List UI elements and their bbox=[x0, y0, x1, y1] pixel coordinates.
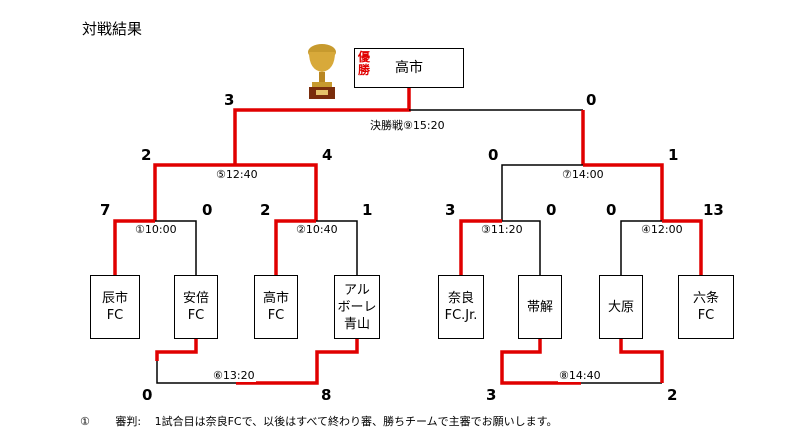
final-score-right: 0 bbox=[586, 91, 597, 109]
match8-score-right: 2 bbox=[667, 386, 678, 404]
match1-label: ①10:00 bbox=[134, 223, 178, 236]
match6-left-red bbox=[155, 339, 198, 361]
team-name: 安倍 FC bbox=[182, 291, 209, 323]
match3-label: ③11:20 bbox=[480, 223, 524, 236]
semi1-score-right: 4 bbox=[322, 146, 333, 164]
match3-lose-line bbox=[502, 220, 541, 275]
team-box: 帯解 bbox=[518, 275, 562, 339]
match4-label: ④12:00 bbox=[640, 223, 684, 236]
match3-score-left: 3 bbox=[445, 201, 456, 219]
team-name: 大原 bbox=[607, 299, 634, 315]
semi2-label: ⑦14:00 bbox=[561, 168, 605, 181]
team-box: 大原 bbox=[599, 275, 643, 339]
champion-team: 高市 bbox=[395, 59, 423, 76]
team-name: 帯解 bbox=[526, 299, 553, 315]
match8-right-red bbox=[619, 339, 664, 383]
team-box: 六条 FC bbox=[678, 275, 734, 339]
match4-score-right: 13 bbox=[703, 201, 724, 219]
final-left-line bbox=[233, 87, 411, 165]
semi2-score-right: 1 bbox=[668, 146, 679, 164]
match6-score-right: 8 bbox=[321, 386, 332, 404]
team-box: 奈良 FC.Jr. bbox=[438, 275, 484, 339]
page-title: 対戦結果 bbox=[82, 20, 143, 38]
match4-score-left: 0 bbox=[606, 201, 617, 219]
team-box: 安倍 FC bbox=[174, 275, 218, 339]
match2-score-left: 2 bbox=[260, 201, 271, 219]
match6-label: ⑥13:20 bbox=[212, 369, 256, 382]
team-name: 六条 FC bbox=[692, 291, 719, 323]
final-label: 決勝戦⑨15:20 bbox=[369, 117, 446, 133]
referee-note: ① 審判: 1試合目は奈良FCで、以後はすべて終わり審、勝ちチームで主審でお願い… bbox=[80, 413, 580, 429]
match1-score-left: 7 bbox=[100, 201, 111, 219]
match8-left-line bbox=[500, 339, 581, 385]
match3-win-line bbox=[459, 219, 502, 275]
champion-badge: 優 勝 bbox=[357, 50, 370, 77]
team-name: 辰市 FC bbox=[101, 291, 128, 323]
team-box: 高市 FC bbox=[254, 275, 298, 339]
semi2-score-left: 0 bbox=[488, 146, 499, 164]
team-box: 辰市 FC bbox=[90, 275, 140, 339]
semi1-line bbox=[153, 163, 318, 221]
trophy-icon bbox=[308, 44, 336, 99]
match4-win-line bbox=[662, 219, 703, 275]
semi1-score-left: 2 bbox=[141, 146, 152, 164]
match1-lose-line bbox=[155, 220, 197, 275]
note-mark: ① bbox=[80, 415, 90, 428]
team-name: 奈良 FC.Jr. bbox=[444, 291, 478, 323]
semi2-right-line bbox=[583, 163, 664, 221]
match3-score-right: 0 bbox=[546, 201, 557, 219]
team-box: アル ボーレ 青山 bbox=[334, 275, 380, 339]
match2-label: ②10:40 bbox=[295, 223, 339, 236]
match6-score-left: 0 bbox=[142, 386, 153, 404]
semi2-left-line bbox=[501, 164, 583, 221]
match4-lose-line bbox=[620, 220, 662, 275]
match6-left-line bbox=[156, 361, 236, 384]
match2-lose-line bbox=[316, 220, 358, 275]
note-label: 審判: bbox=[115, 415, 142, 428]
team-name: 高市 FC bbox=[262, 291, 289, 323]
match1-score-right: 0 bbox=[202, 201, 213, 219]
match8-score-left: 3 bbox=[486, 386, 497, 404]
semi1-label: ⑤12:40 bbox=[215, 168, 259, 181]
match8-label: ⑧14:40 bbox=[558, 369, 602, 382]
note-text: 1試合目は奈良FCで、以後はすべて終わり審、勝ちチームで主審でお願いします。 bbox=[154, 415, 558, 428]
final-score-left: 3 bbox=[224, 91, 235, 109]
champion-box: 優 勝 高市 bbox=[354, 48, 464, 88]
match1-win-line bbox=[113, 219, 155, 275]
match6-right-line bbox=[236, 339, 359, 385]
match2-score-right: 1 bbox=[362, 201, 373, 219]
match2-win-line bbox=[274, 219, 316, 275]
team-name: アル ボーレ 青山 bbox=[337, 282, 377, 332]
